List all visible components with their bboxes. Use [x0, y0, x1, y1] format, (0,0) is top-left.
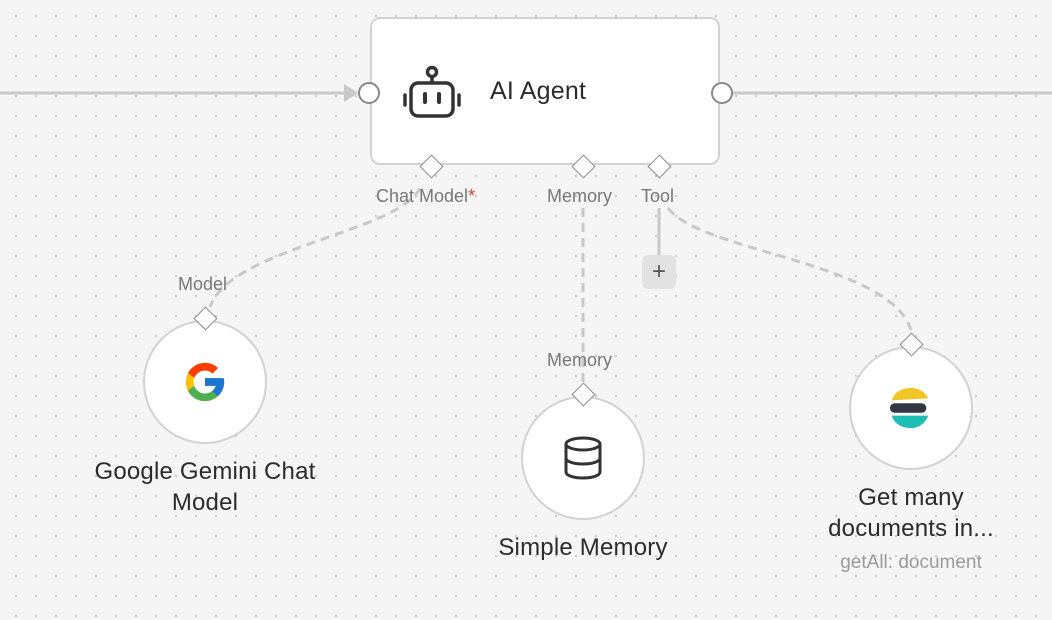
- google-g-icon: [185, 362, 225, 402]
- chat-model-connector-label: Chat Model*: [376, 186, 476, 206]
- simple-memory-node[interactable]: [521, 396, 645, 520]
- gemini-node-title: Google Gemini Chat Model: [94, 458, 316, 516]
- gemini-input-label: Model: [178, 274, 228, 294]
- tool-connector-label: Tool: [641, 186, 675, 206]
- simple-memory-title: Simple Memory: [498, 534, 668, 561]
- ai-agent-title: AI Agent: [490, 77, 587, 105]
- memory-input-label: Memory: [547, 350, 613, 370]
- robot-icon: [403, 65, 461, 118]
- ai-agent-node[interactable]: AI Agent: [370, 17, 720, 165]
- memory-connector-label: Memory: [547, 186, 613, 206]
- database-icon: [564, 436, 602, 480]
- incoming-arrow-icon: [344, 84, 358, 102]
- required-marker: *: [468, 186, 476, 206]
- agent-output-handle[interactable]: [711, 82, 733, 104]
- google-gemini-chat-model-node[interactable]: [143, 320, 267, 444]
- elasticsearch-icon: [889, 387, 929, 429]
- elasticsearch-node-title: Get many documents in...: [828, 484, 994, 542]
- agent-input-handle[interactable]: [358, 82, 380, 104]
- elasticsearch-get-documents-node[interactable]: [849, 346, 973, 470]
- tool-connection: [666, 207, 913, 331]
- elasticsearch-node-subtitle: getAll: document: [840, 552, 982, 573]
- add-tool-button[interactable]: +: [642, 255, 676, 289]
